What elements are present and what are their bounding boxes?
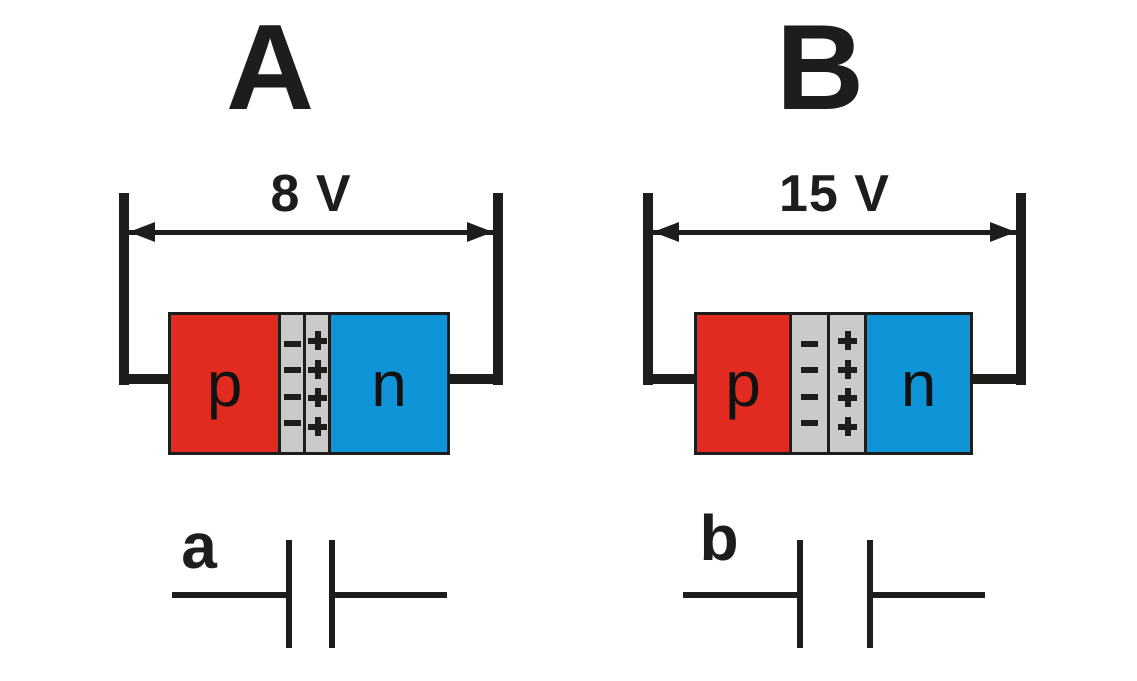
minus-charge-icon <box>801 341 818 348</box>
panel-a-title: A <box>225 0 315 135</box>
depletion-negative-column <box>281 315 306 452</box>
pn-junction: p n <box>694 312 973 455</box>
capacitor-lead-left <box>172 592 286 598</box>
n-region-label: n <box>371 347 407 420</box>
arrowhead-right-icon <box>990 222 1016 242</box>
wire-left <box>124 374 170 384</box>
capacitor-plate-right <box>329 540 335 648</box>
capacitor-plate-right <box>867 540 873 648</box>
n-region: n <box>331 315 447 452</box>
measurement-end-bar-right <box>493 193 503 385</box>
measurement-end-bar-left <box>643 193 653 385</box>
minus-charge-icon <box>283 367 301 374</box>
minus-charge-icon <box>283 341 301 348</box>
arrowhead-left-icon <box>129 222 155 242</box>
plus-charge-icon <box>307 330 327 350</box>
depletion-positive-column <box>830 315 867 452</box>
voltage-label-b: 15 V <box>779 165 890 223</box>
minus-charge-icon <box>283 393 301 400</box>
wire-left <box>648 374 696 384</box>
measurement-end-bar-right <box>1016 193 1026 385</box>
arrowhead-right-icon <box>467 222 493 242</box>
depletion-positive-column <box>306 315 331 452</box>
plus-charge-icon <box>837 359 857 379</box>
capacitor-label-a: a <box>181 510 217 582</box>
n-region: n <box>867 315 970 452</box>
capacitor-lead-left <box>683 592 797 598</box>
capacitor-lead-right <box>873 592 985 598</box>
minus-charge-icon <box>801 419 818 426</box>
capacitor-label-b: b <box>699 502 739 574</box>
minus-charge-icon <box>283 419 301 426</box>
p-region: p <box>171 315 281 452</box>
plus-charge-icon <box>307 417 327 437</box>
capacitor-lead-right <box>335 592 447 598</box>
dimension-line <box>653 230 1016 235</box>
plus-charge-icon <box>837 417 857 437</box>
p-region: p <box>697 315 792 452</box>
panel-b-title: B <box>775 0 865 135</box>
plus-charge-icon <box>837 388 857 408</box>
p-region-label: p <box>725 347 761 420</box>
capacitor-plate-left <box>286 540 292 648</box>
panel-a: A 8 V p n <box>60 0 520 681</box>
wire-right <box>447 374 498 384</box>
plus-charge-icon <box>307 359 327 379</box>
plus-charge-icon <box>307 388 327 408</box>
minus-charge-icon <box>801 393 818 400</box>
n-region-label: n <box>900 347 937 420</box>
depletion-negative-column <box>792 315 830 452</box>
measurement-end-bar-left <box>119 193 129 385</box>
minus-charge-icon <box>801 367 818 374</box>
p-region-label: p <box>206 347 243 420</box>
wire-right <box>970 374 1021 384</box>
pn-junction: p n <box>168 312 450 455</box>
dimension-line <box>129 230 493 235</box>
capacitor-plate-left <box>797 540 803 648</box>
panel-b: B 15 V p n <box>584 0 1044 681</box>
voltage-label-a: 8 V <box>270 165 352 223</box>
arrowhead-left-icon <box>653 222 679 242</box>
plus-charge-icon <box>837 330 857 350</box>
